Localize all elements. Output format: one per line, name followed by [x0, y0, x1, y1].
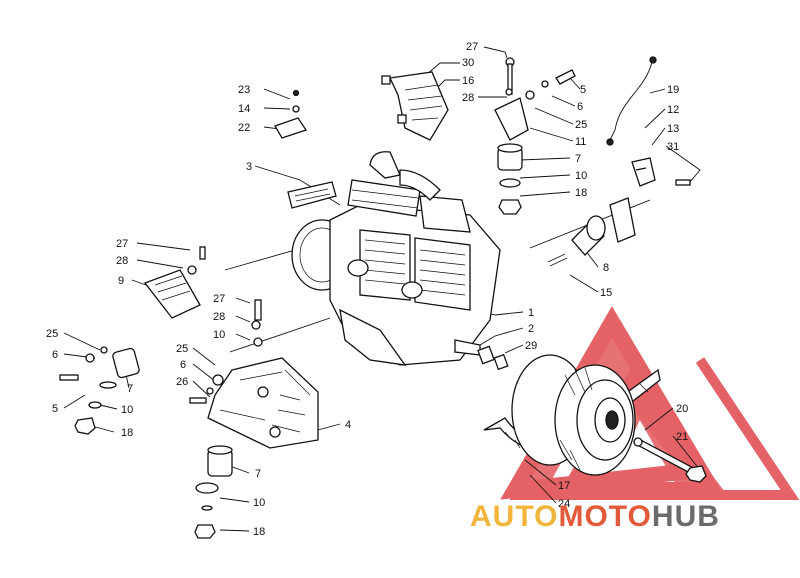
callout-6-b: 6: [52, 349, 58, 361]
part-4-bracket: [189, 357, 319, 449]
callout-9: 9: [118, 275, 124, 287]
callout-30: 30: [462, 57, 474, 69]
callout-7: 7: [575, 153, 581, 165]
callout-5-b: 5: [52, 403, 58, 415]
callout-17: 17: [558, 480, 570, 492]
callout-28-c: 28: [213, 311, 225, 323]
watermark-hub: HUB: [652, 500, 720, 533]
callout-24: 24: [558, 498, 570, 510]
callout-27-b: 27: [116, 238, 128, 250]
part-19-cable: [606, 56, 657, 146]
callout-18: 18: [575, 187, 587, 199]
watermark-text: AUTOMOTOHUB: [470, 500, 720, 533]
part-12-13-clips: [631, 157, 656, 187]
part-7-lower-damper: [194, 445, 233, 539]
part-3-decal: [287, 181, 337, 209]
part-16-bracket: [381, 71, 449, 141]
callout-25-c: 25: [176, 343, 188, 355]
callout-7-c: 7: [255, 468, 261, 480]
callout-7-b: 7: [127, 383, 133, 395]
callout-labels: 27 30 16 28 5 6 25 11 7 10 18 19 12 13 3…: [46, 41, 688, 538]
callout-18-c: 18: [253, 526, 265, 538]
callout-4: 4: [345, 419, 351, 431]
callout-2: 2: [528, 323, 534, 335]
part-11-mount: [494, 57, 576, 215]
part-21-bolt: [633, 437, 707, 483]
callout-3: 3: [246, 161, 252, 173]
callout-31: 31: [667, 141, 679, 153]
callout-14: 14: [238, 103, 250, 115]
callout-19: 19: [667, 84, 679, 96]
callout-28-b: 28: [116, 255, 128, 267]
callout-15: 15: [600, 287, 612, 299]
callout-1: 1: [528, 307, 534, 319]
callout-8: 8: [603, 262, 609, 274]
callout-16: 16: [462, 75, 474, 87]
callout-12: 12: [667, 104, 679, 116]
callout-25: 25: [575, 119, 587, 131]
part-27-bolt-mid: [251, 299, 263, 347]
callout-10-d: 10: [253, 497, 265, 509]
callout-10-b: 10: [213, 329, 225, 341]
callout-10-c: 10: [121, 404, 133, 416]
callout-25-b: 25: [46, 328, 58, 340]
callout-10: 10: [575, 170, 587, 182]
part-2-spacer: [477, 345, 509, 371]
callout-6-c: 6: [180, 359, 186, 371]
callout-26: 26: [176, 376, 188, 388]
part-17-clutch: [511, 354, 636, 476]
part-8-damper: [547, 215, 606, 267]
callout-6: 6: [577, 101, 583, 113]
watermark-auto: AUTO: [470, 500, 558, 533]
callout-18-b: 18: [121, 427, 133, 439]
leader-lines: [63, 46, 701, 532]
watermark-moto: MOTO: [558, 500, 651, 533]
callout-27-c: 27: [213, 293, 225, 305]
engine-assembly: [291, 151, 501, 366]
part-22-gasket: [274, 89, 308, 139]
part-31-bolt: [609, 179, 691, 243]
callout-21: 21: [676, 431, 688, 443]
callout-27: 27: [466, 41, 478, 53]
callout-28: 28: [462, 92, 474, 104]
callout-11: 11: [575, 136, 586, 148]
callout-22: 22: [238, 122, 250, 134]
callout-29: 29: [525, 340, 537, 352]
callout-13: 13: [667, 123, 679, 135]
callout-5: 5: [580, 84, 586, 96]
callout-23: 23: [238, 84, 250, 96]
part-9-plate: [143, 246, 206, 319]
watermark-triangle-outer: [510, 357, 800, 500]
callout-20: 20: [676, 403, 688, 415]
part-7-left-damper: [59, 346, 140, 435]
